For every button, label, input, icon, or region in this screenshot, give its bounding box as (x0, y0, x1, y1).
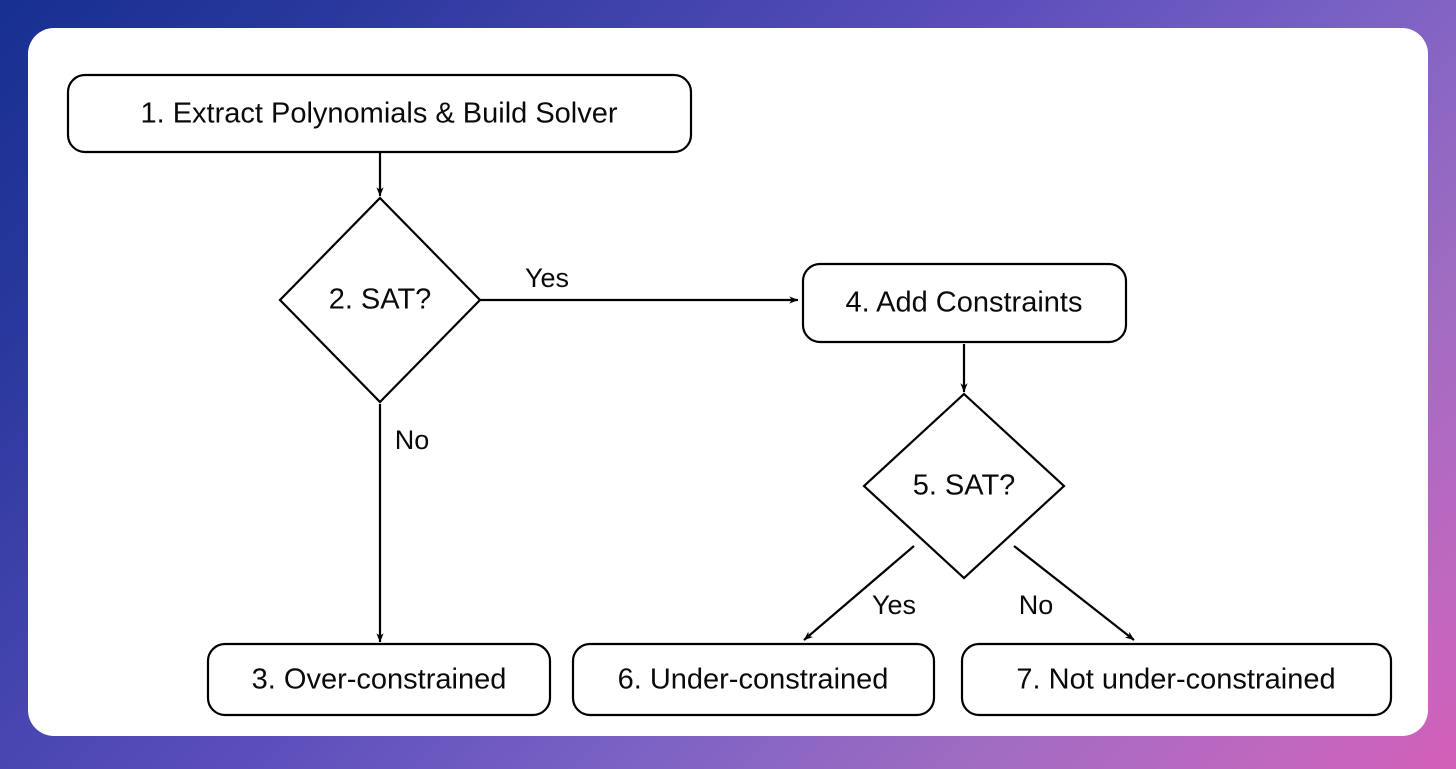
node-5-shape (862, 392, 1066, 580)
node-4-label: 4. Add Constraints (846, 287, 1083, 319)
edge-label-group: Yes No Yes No (395, 263, 1054, 620)
node-3-label: 3. Over-constrained (252, 664, 507, 696)
edge-label-sat2-no: No (395, 425, 430, 455)
node-1-label: 1. Extract Polynomials & Build Solver (140, 98, 617, 130)
node-sat-decision-5[interactable]: 5. SAT? (862, 392, 1066, 580)
node-1-shape (66, 73, 693, 154)
node-2-label: 2. SAT? (329, 284, 432, 316)
node-over-constrained[interactable]: 3. Over-constrained (206, 642, 552, 717)
edge-label-sat5-no: No (1019, 590, 1054, 620)
node-not-under-constrained[interactable]: 7. Not under-constrained (960, 642, 1393, 717)
edge-sat5-no-to-not-under-constrained (1013, 545, 1135, 641)
edge-label-sat2-yes: Yes (525, 263, 569, 293)
edge-group (376, 152, 1135, 643)
node-7-label: 7. Not under-constrained (1016, 664, 1335, 696)
node-5-label: 5. SAT? (913, 470, 1016, 502)
node-sat-decision-2[interactable]: 2. SAT? (278, 196, 482, 404)
node-extract-polynomials-build-solver[interactable]: 1. Extract Polynomials & Build Solver (66, 73, 693, 154)
node-add-constraints[interactable]: 4. Add Constraints (801, 262, 1128, 344)
edge-sat5-yes-to-under-constrained (803, 545, 915, 641)
flowchart-canvas: Yes No Yes No 1. Extract Polynomials & B… (66, 73, 1393, 717)
diagram-card: Yes No Yes No 1. Extract Polynomials & B… (28, 28, 1428, 736)
node-7-shape (960, 642, 1393, 717)
node-under-constrained[interactable]: 6. Under-constrained (571, 642, 936, 717)
node-6-label: 6. Under-constrained (618, 664, 889, 696)
node-4-shape (801, 262, 1128, 344)
node-2-shape (278, 196, 482, 404)
node-3-shape (206, 642, 552, 717)
edge-label-sat5-yes: Yes (872, 590, 916, 620)
node-6-shape (571, 642, 936, 717)
